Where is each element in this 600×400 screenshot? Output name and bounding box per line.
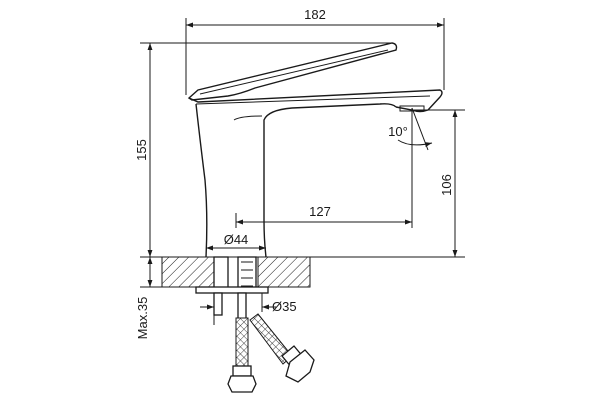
shank-diameter-label: Ø35 — [272, 299, 297, 314]
dimension-overall-height: 155 — [134, 42, 392, 258]
dimension-spout-height: 106 — [300, 109, 465, 258]
max-deck-label: Max.35 — [135, 297, 150, 340]
dimension-base-diameter: Ø44 — [206, 232, 266, 258]
dimension-angle: 10° — [388, 107, 433, 151]
angle-label: 10° — [388, 124, 408, 139]
dimension-spout-reach: 127 — [235, 110, 413, 228]
faucet-body — [187, 42, 443, 258]
overall-height-label: 155 — [134, 139, 149, 161]
deck-section — [161, 256, 311, 288]
flexible-hoses — [227, 313, 315, 393]
overall-width-label: 182 — [304, 7, 326, 22]
spout-height-label: 106 — [439, 174, 454, 196]
mounting-shank — [195, 256, 269, 322]
dimension-overall-width: 182 — [185, 7, 445, 95]
base-diameter-label: Ø44 — [224, 232, 249, 247]
dimension-shank-diameter: Ø35 — [200, 293, 297, 325]
spout-reach-label: 127 — [309, 204, 331, 219]
